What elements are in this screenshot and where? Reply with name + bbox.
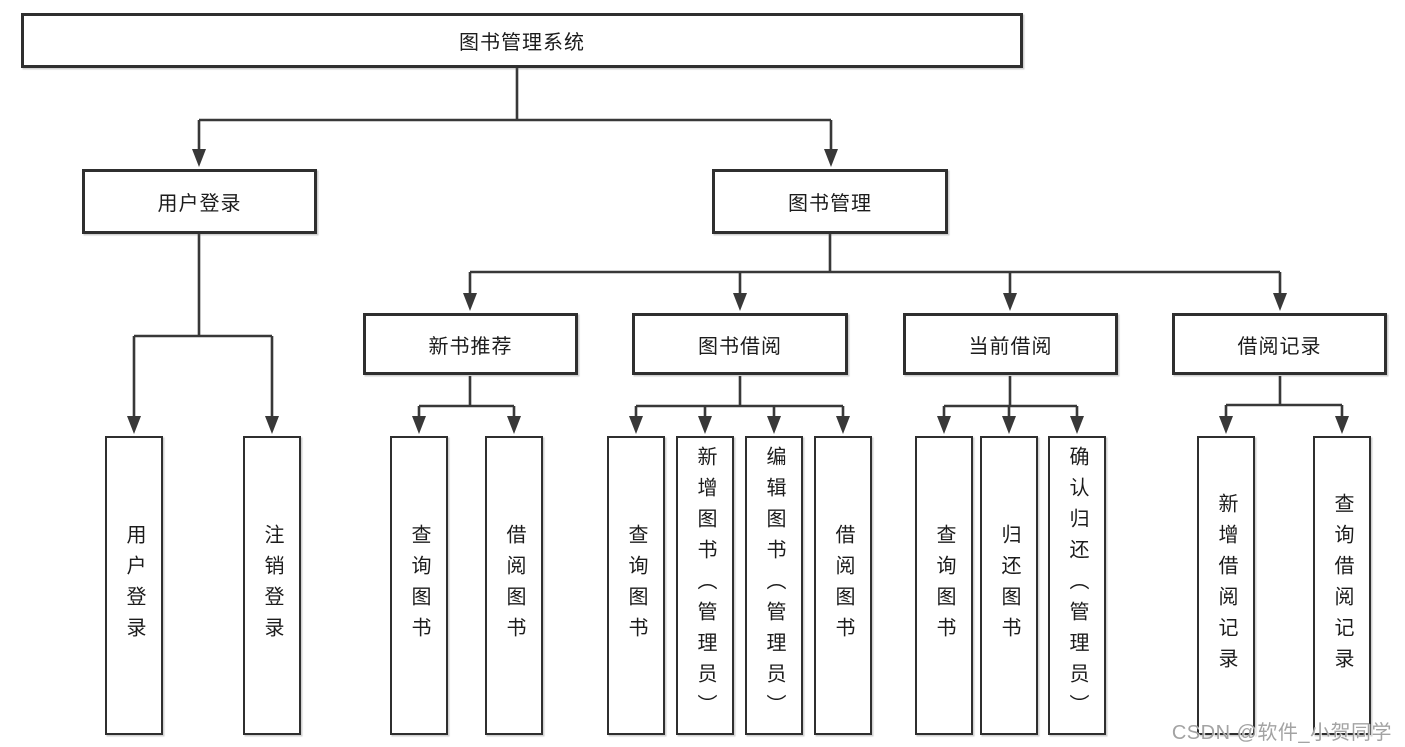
line [197, 66, 833, 158]
node-label: 新书推荐 [428, 335, 513, 358]
leaf-add-books-admin: 新增图书（管理员） [676, 436, 734, 735]
leaf-edit-books-admin: 编辑图书（管理员） [745, 436, 803, 735]
node-label: 查询图书 [933, 523, 955, 648]
node-label: 图书管理 [788, 193, 872, 215]
connector-book-borrowing-to-leaves [629, 376, 850, 434]
arrowheads [127, 416, 279, 434]
leaf-user-login: 用户登录 [105, 436, 163, 735]
node-label: 借阅图书 [503, 523, 525, 648]
node-library-management-system: 图书管理系统 [21, 13, 1023, 68]
arrowheads [412, 416, 521, 434]
leaf-add-borrowing-record: 新增借阅记录 [1197, 436, 1255, 735]
node-label: 用户登录 [157, 193, 242, 215]
arrowheads [1219, 416, 1349, 434]
node-label: 查询图书 [408, 523, 430, 648]
leaf-borrow-books: 借阅图书 [814, 436, 872, 735]
arrowheads [937, 416, 1084, 434]
node-new-book-recommendation: 新书推荐 [363, 313, 578, 375]
connector-borrowing-records-to-leaves [1219, 376, 1349, 434]
node-label: 编辑图书（管理员） [763, 446, 785, 725]
node-label: 注销登录 [261, 523, 283, 648]
node-label: 新增借阅记录 [1215, 492, 1237, 679]
node-label: 确认归还（管理员） [1066, 446, 1088, 725]
node-label: 用户登录 [123, 523, 145, 648]
line [132, 234, 274, 424]
leaf-query-books-borrowing: 查询图书 [607, 436, 665, 735]
node-label: 借阅图书 [832, 523, 854, 648]
node-label: 查询借阅记录 [1331, 492, 1353, 679]
arrowheads [192, 149, 838, 167]
line [1224, 376, 1344, 424]
leaf-logout: 注销登录 [243, 436, 301, 735]
csdn-watermark: CSDN @软件_小贺同学 [1171, 722, 1392, 744]
node-book-management: 图书管理 [712, 169, 948, 234]
node-label: 图书借阅 [698, 335, 782, 358]
leaf-return-books: 归还图书 [980, 436, 1038, 735]
arrowheads [463, 293, 1287, 311]
node-current-borrowing: 当前借阅 [903, 313, 1118, 375]
node-borrowing-records: 借阅记录 [1172, 313, 1387, 375]
connector-new-book-recommendation-to-leaves [412, 376, 521, 434]
line [468, 233, 1282, 302]
leaf-confirm-return-admin: 确认归还（管理员） [1048, 436, 1106, 735]
connector-current-borrowing-to-leaves [937, 376, 1084, 434]
node-user-login: 用户登录 [82, 169, 317, 234]
node-label: 新增图书（管理员） [694, 446, 716, 725]
leaf-query-borrowing-record: 查询借阅记录 [1313, 436, 1371, 735]
connector-user-login-to-leaves [127, 234, 279, 434]
node-label: 当前借阅 [968, 335, 1053, 358]
node-label: 借阅记录 [1237, 335, 1322, 358]
line [634, 376, 845, 424]
connector-root-to-level2 [192, 66, 838, 167]
node-label: 图书管理系统 [459, 32, 585, 54]
node-book-borrowing: 图书借阅 [632, 313, 848, 375]
node-label: 查询图书 [625, 523, 647, 648]
connector-book-management-to-level3 [463, 233, 1287, 311]
leaf-borrow-books-recommendation: 借阅图书 [485, 436, 543, 735]
node-label: 归还图书 [998, 523, 1020, 648]
arrowheads [629, 416, 850, 434]
leaf-query-books-recommendation: 查询图书 [390, 436, 448, 735]
leaf-query-books-current: 查询图书 [915, 436, 973, 735]
line [942, 376, 1079, 424]
line [417, 376, 516, 424]
